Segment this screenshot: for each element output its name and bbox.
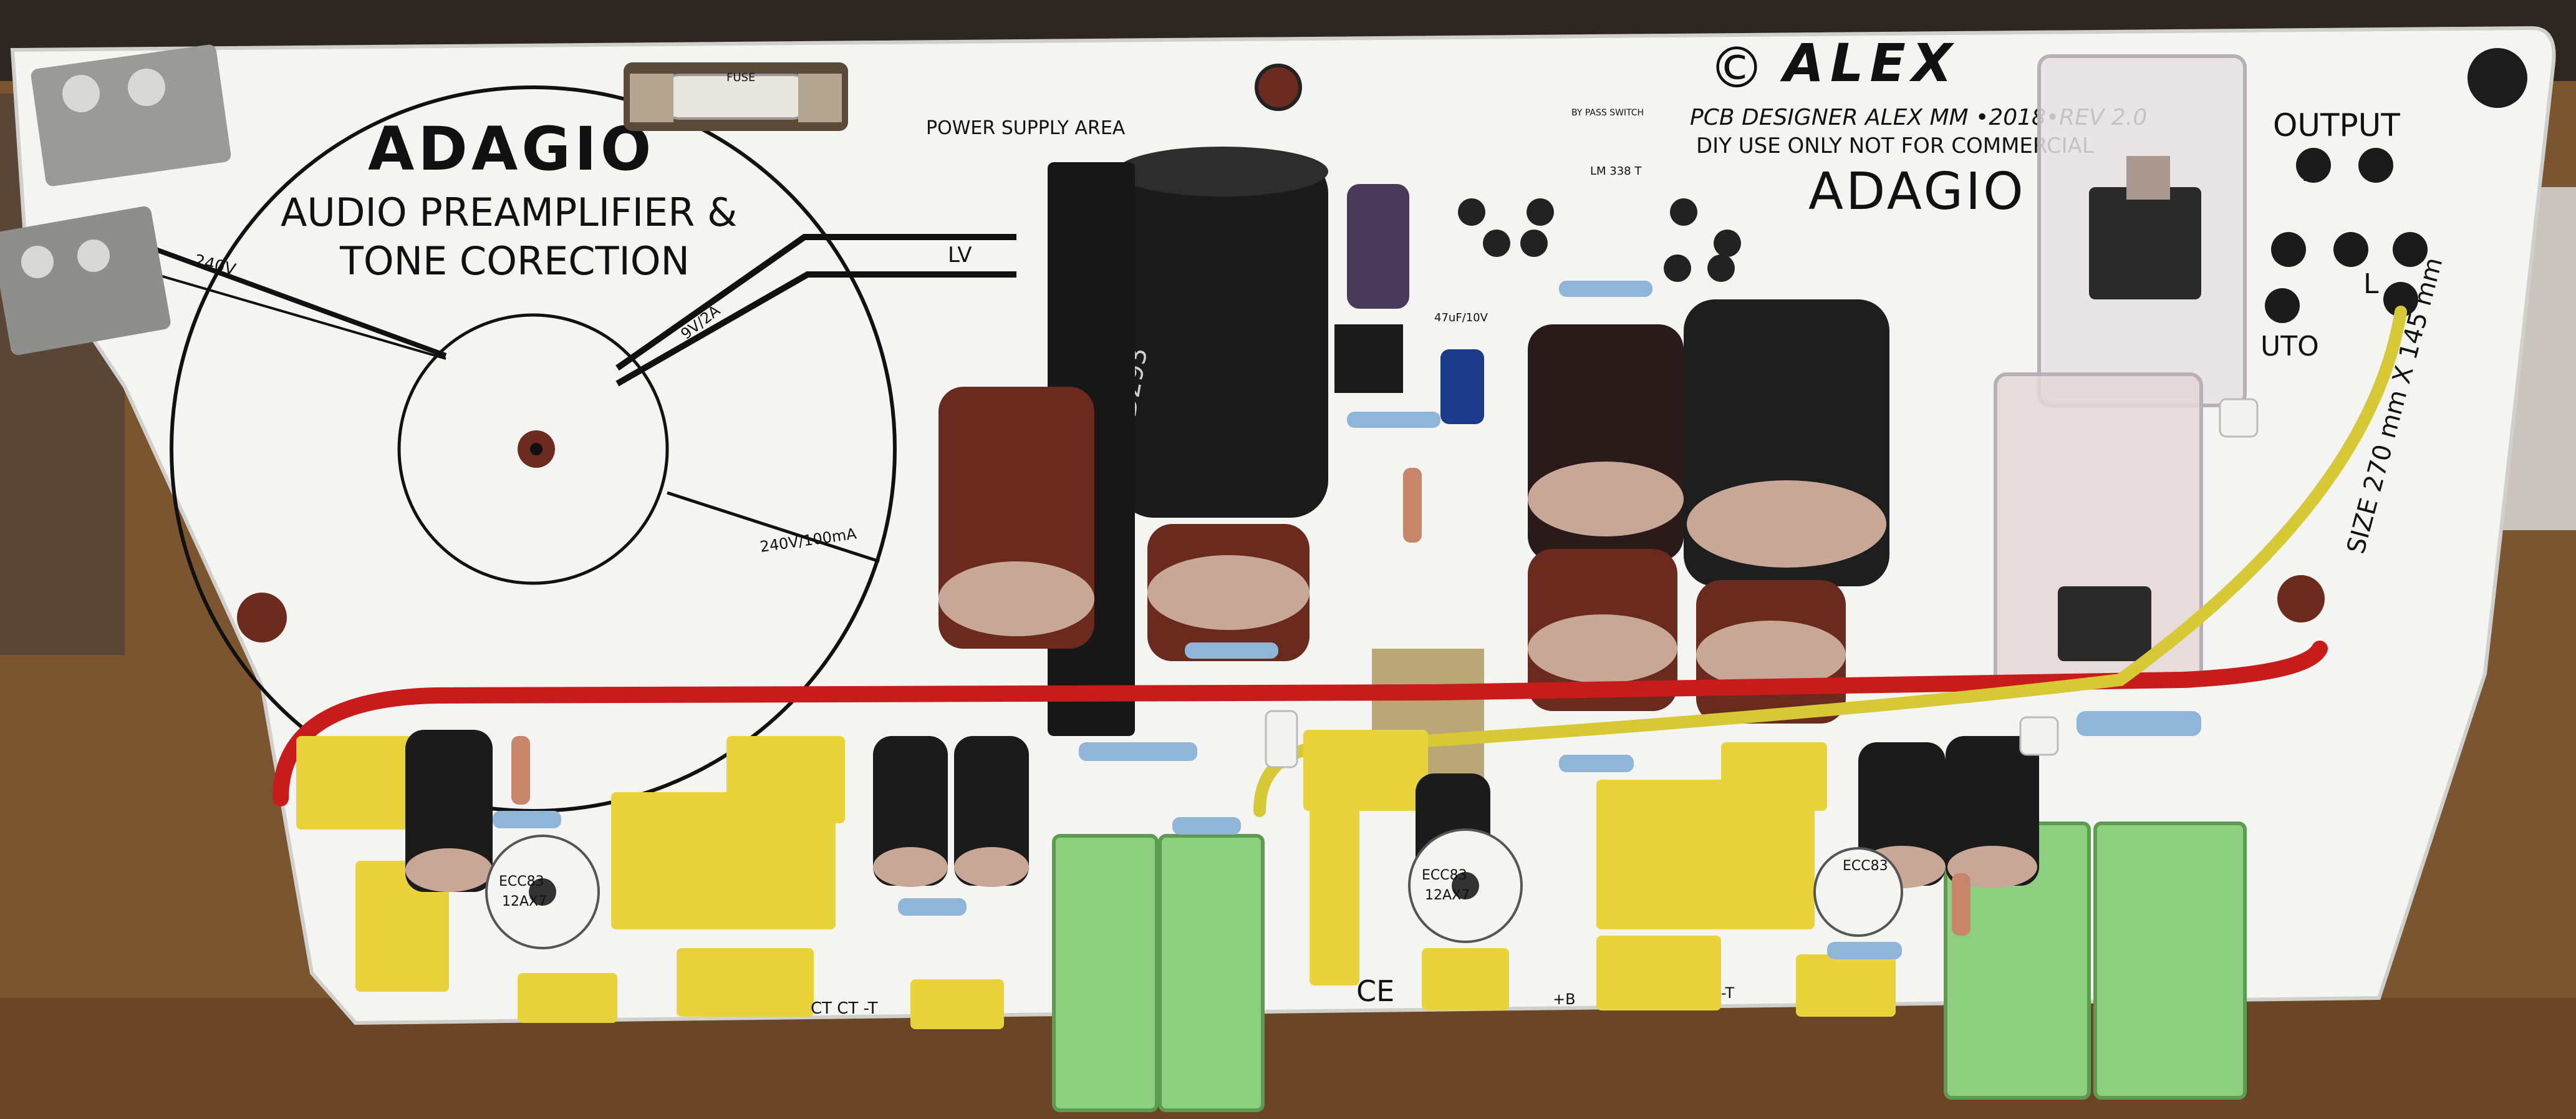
fuse-holder bbox=[624, 62, 848, 131]
minus-t-label: -T bbox=[1721, 984, 1734, 1002]
brand-alex: ALEX bbox=[1780, 32, 1959, 94]
relay-upper bbox=[2037, 54, 2247, 407]
small-components-holes bbox=[1458, 198, 1741, 282]
subtitle-preamp: AUDIO PREAMPLIFIER & bbox=[281, 190, 737, 235]
secondary-wire-trace bbox=[615, 234, 1016, 371]
resistors bbox=[493, 281, 2201, 959]
mount-hole-right bbox=[2277, 575, 2325, 622]
tube-1-label-a: ECC83 bbox=[499, 874, 544, 889]
relay-lower bbox=[1994, 372, 2203, 688]
red-power-wire bbox=[273, 641, 2328, 807]
filter-capacitor-stack bbox=[1528, 299, 1889, 724]
brand-copyright-symbol: © bbox=[1709, 36, 1765, 101]
output-uto-label: UTO bbox=[2260, 331, 2319, 362]
transformer-center-bolt-inner bbox=[530, 443, 543, 455]
title-adagio-right: ADAGIO bbox=[1808, 162, 2026, 221]
subtitle-tone: TONE CORECTION bbox=[339, 238, 690, 284]
mount-hole-left bbox=[237, 593, 287, 642]
bypass-switch-label: BY PASS SWITCH bbox=[1571, 108, 1644, 118]
cable-tie-2 bbox=[2019, 716, 2059, 756]
green-film-capacitors bbox=[1052, 821, 2247, 1112]
title-adagio-left: ADAGIO bbox=[368, 114, 655, 184]
cable-tie-1 bbox=[1265, 710, 1298, 768]
tube-socket-1 bbox=[485, 835, 600, 949]
ct-label: CT CT -T bbox=[811, 999, 878, 1018]
screw-terminal-block bbox=[0, 44, 231, 356]
output-l-label: L bbox=[2363, 268, 2379, 300]
regulator-label: LM 338 T bbox=[1590, 165, 1642, 178]
label-power-supply-area: POWER SUPPLY AREA bbox=[926, 117, 1126, 139]
fuse-label: FUSE bbox=[726, 71, 755, 84]
tube-3-label: ECC83 bbox=[1843, 858, 1888, 874]
filter-capacitor-left bbox=[938, 387, 1094, 649]
transformer-inner bbox=[397, 313, 669, 585]
mount-hole-top-right bbox=[2467, 48, 2527, 108]
small-cap-blue bbox=[1440, 349, 1484, 424]
output-label: OUTPUT bbox=[2273, 107, 2400, 143]
big-electrolytic-capacitor bbox=[1116, 147, 1328, 518]
diy-line: DIY USE ONLY NOT FOR COMMERCIAL bbox=[1696, 133, 2094, 158]
output-jack-holes bbox=[2265, 148, 2428, 323]
plus-b-label: +B bbox=[1553, 991, 1576, 1008]
tube-2-label-b: 12AX7 bbox=[1425, 888, 1470, 903]
small-cap-label: 47uF/10V bbox=[1434, 311, 1488, 324]
bottom-wire-trace bbox=[667, 491, 880, 563]
tube-2-label-a: ECC83 bbox=[1422, 868, 1467, 883]
tube-socket-2 bbox=[1408, 828, 1523, 943]
label-lv: LV bbox=[948, 243, 972, 268]
small-cap-purple bbox=[1347, 184, 1409, 309]
filter-capacitor-center bbox=[1147, 524, 1310, 661]
secondary-wire-trace-2 bbox=[615, 271, 1016, 387]
yellow-film-capacitors bbox=[296, 730, 1896, 1029]
primary-wire-trace bbox=[155, 247, 447, 358]
bottom-electrolytic-capacitors bbox=[405, 730, 2039, 892]
tube-socket-3 bbox=[1813, 847, 1903, 937]
tube-1-label-b: 12AX7 bbox=[502, 894, 547, 909]
regulator-chip bbox=[1334, 324, 1403, 393]
cable-tie-3 bbox=[2219, 398, 2259, 438]
ce-mark: CE bbox=[1356, 974, 1394, 1008]
primary-wire-trace-2 bbox=[155, 273, 446, 360]
mount-hole-top-center bbox=[1255, 64, 1302, 111]
